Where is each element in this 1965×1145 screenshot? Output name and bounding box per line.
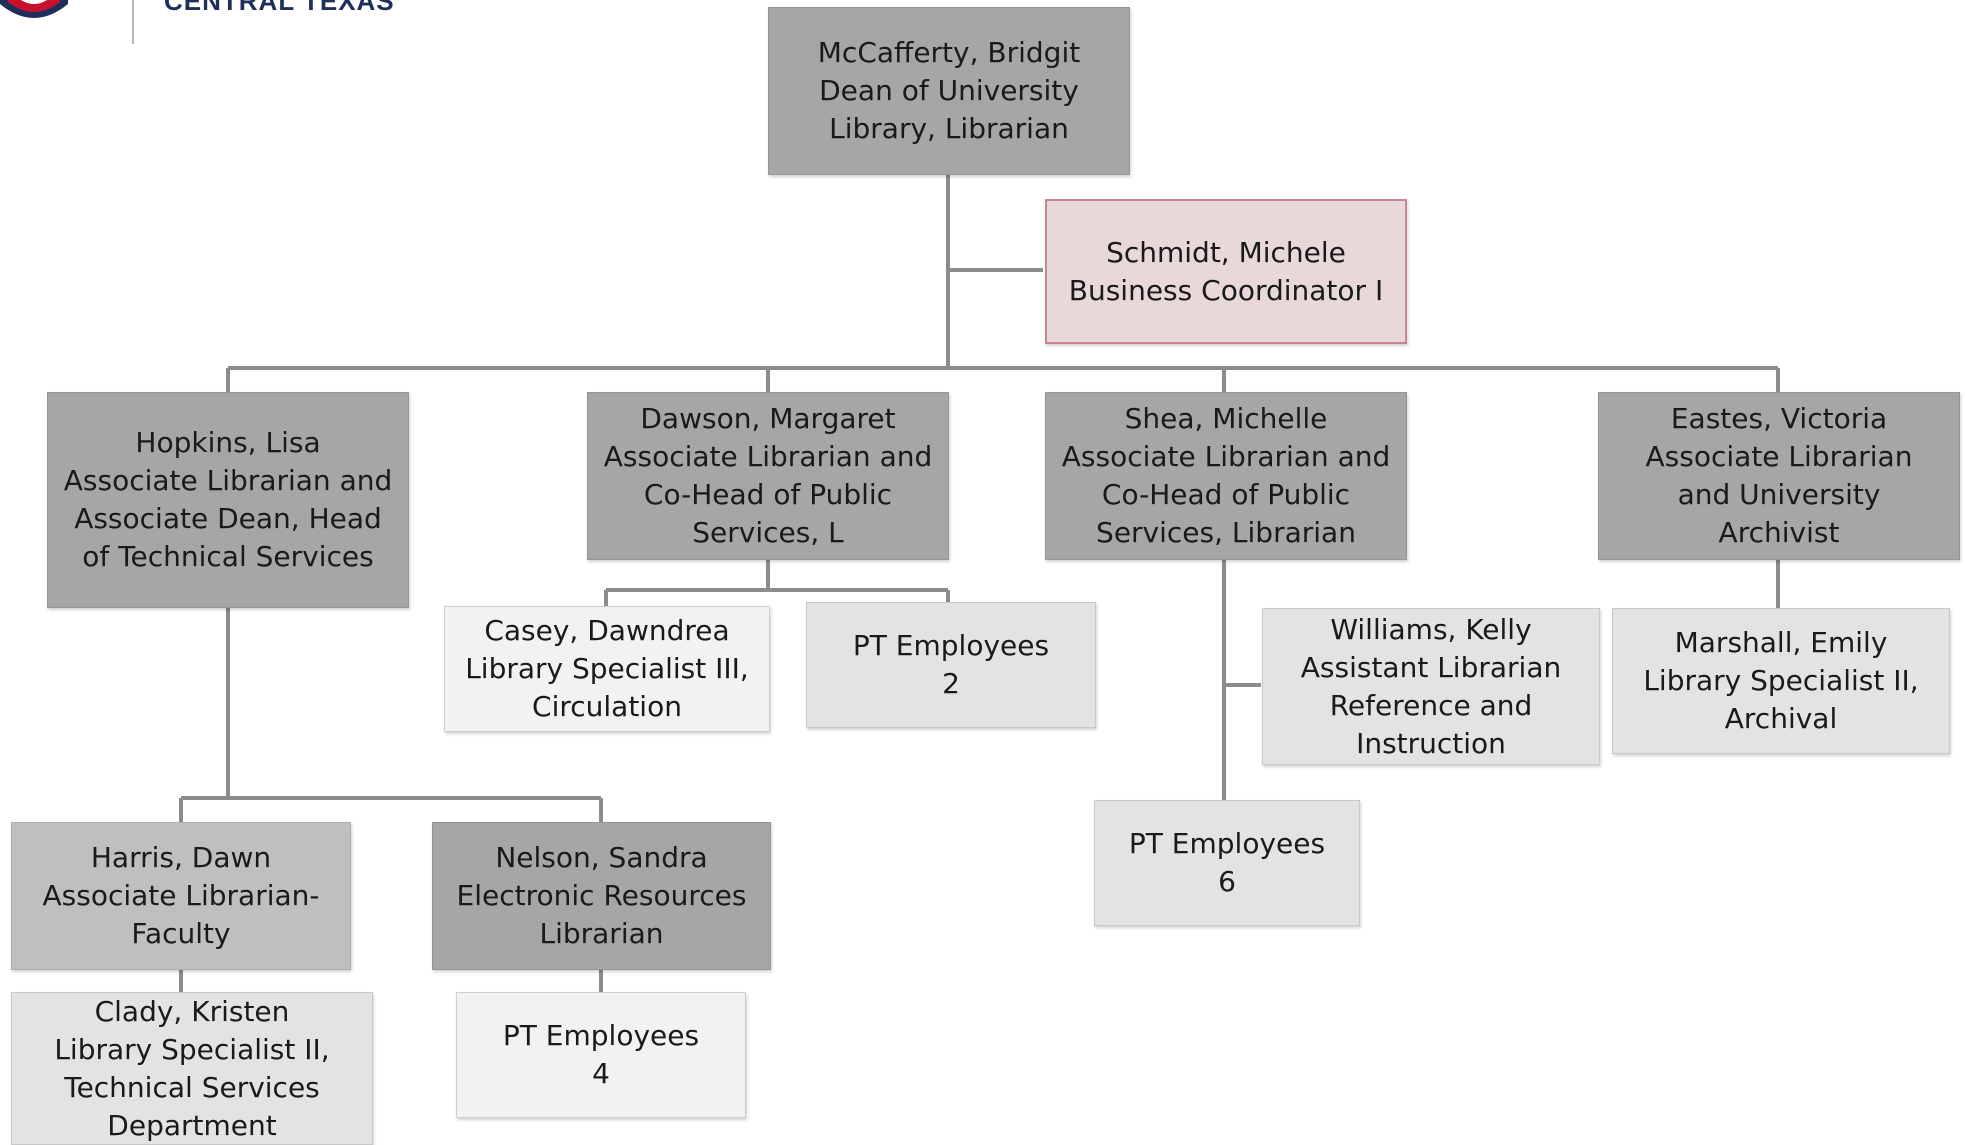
node-name: Eastes, Victoria	[1670, 402, 1888, 435]
node-title: Dean of University Library, Librarian	[819, 74, 1079, 145]
node-hopkins[interactable]: Hopkins, Lisa Associate Librarian and As…	[47, 392, 409, 608]
node-nelson[interactable]: Nelson, Sandra Electronic Resources Libr…	[432, 822, 771, 970]
node-marshall[interactable]: Marshall, Emily Library Specialist II, A…	[1612, 608, 1950, 754]
node-name: McCafferty, Bridgit	[817, 36, 1081, 69]
node-name: Dawson, Margaret	[640, 402, 896, 435]
node-title: Associate Librarian and Co-Head of Publi…	[603, 440, 933, 549]
node-name: Marshall, Emily	[1674, 626, 1888, 659]
node-title: Library Specialist II, Technical Service…	[54, 1032, 330, 1142]
node-title: Associate Librarian and Associate Dean, …	[63, 464, 393, 573]
node-title: 4	[592, 1057, 610, 1090]
logo-divider	[132, 0, 134, 44]
node-title: Assistant Librarian Reference and Instru…	[1300, 650, 1562, 760]
node-mccafferty[interactable]: McCafferty, Bridgit Dean of University L…	[768, 7, 1130, 175]
node-dawson[interactable]: Dawson, Margaret Associate Librarian and…	[587, 392, 949, 560]
node-name: Clady, Kristen	[94, 994, 290, 1028]
node-name: Hopkins, Lisa	[135, 426, 321, 459]
node-name: PT Employees	[502, 1019, 700, 1052]
university-logo: CENTRAL TEXAS	[0, 0, 420, 50]
node-pt4[interactable]: PT Employees 4	[456, 992, 746, 1118]
node-title: Business Coordinator I	[1068, 273, 1384, 307]
node-title: Associate Librarian and University Archi…	[1645, 440, 1913, 549]
node-title: 2	[942, 667, 960, 700]
node-pt6[interactable]: PT Employees 6	[1094, 800, 1360, 926]
node-name: Shea, Michelle	[1124, 402, 1328, 435]
node-schmidt[interactable]: Schmidt, Michele Business Coordinator I	[1045, 199, 1407, 344]
node-title: Associate Librarian and Co-Head of Publi…	[1061, 440, 1391, 549]
node-name: PT Employees	[852, 629, 1050, 662]
node-pt2[interactable]: PT Employees 2	[806, 602, 1096, 728]
node-title: 6	[1218, 865, 1236, 898]
node-name: Harris, Dawn	[90, 841, 272, 874]
node-williams[interactable]: Williams, Kelly Assistant Librarian Refe…	[1262, 608, 1600, 765]
node-title: Electronic Resources Librarian	[456, 879, 747, 950]
node-shea[interactable]: Shea, Michelle Associate Librarian and C…	[1045, 392, 1407, 560]
node-name: Schmidt, Michele	[1106, 235, 1346, 269]
node-name: Casey, Dawndrea	[484, 614, 730, 647]
shield-icon	[0, 0, 68, 18]
node-clady[interactable]: Clady, Kristen Library Specialist II, Te…	[11, 992, 373, 1145]
logo-text: CENTRAL TEXAS	[164, 0, 395, 16]
node-name: PT Employees	[1128, 827, 1326, 860]
node-title: Library Specialist III, Circulation	[465, 652, 749, 723]
node-name: Nelson, Sandra	[495, 841, 708, 874]
node-casey[interactable]: Casey, Dawndrea Library Specialist III, …	[444, 606, 770, 732]
node-name: Williams, Kelly	[1330, 612, 1532, 646]
node-harris[interactable]: Harris, Dawn Associate Librarian-Faculty	[11, 822, 351, 970]
node-title: Associate Librarian-Faculty	[42, 879, 320, 950]
node-eastes[interactable]: Eastes, Victoria Associate Librarian and…	[1598, 392, 1960, 560]
node-title: Library Specialist II, Archival	[1643, 664, 1919, 735]
